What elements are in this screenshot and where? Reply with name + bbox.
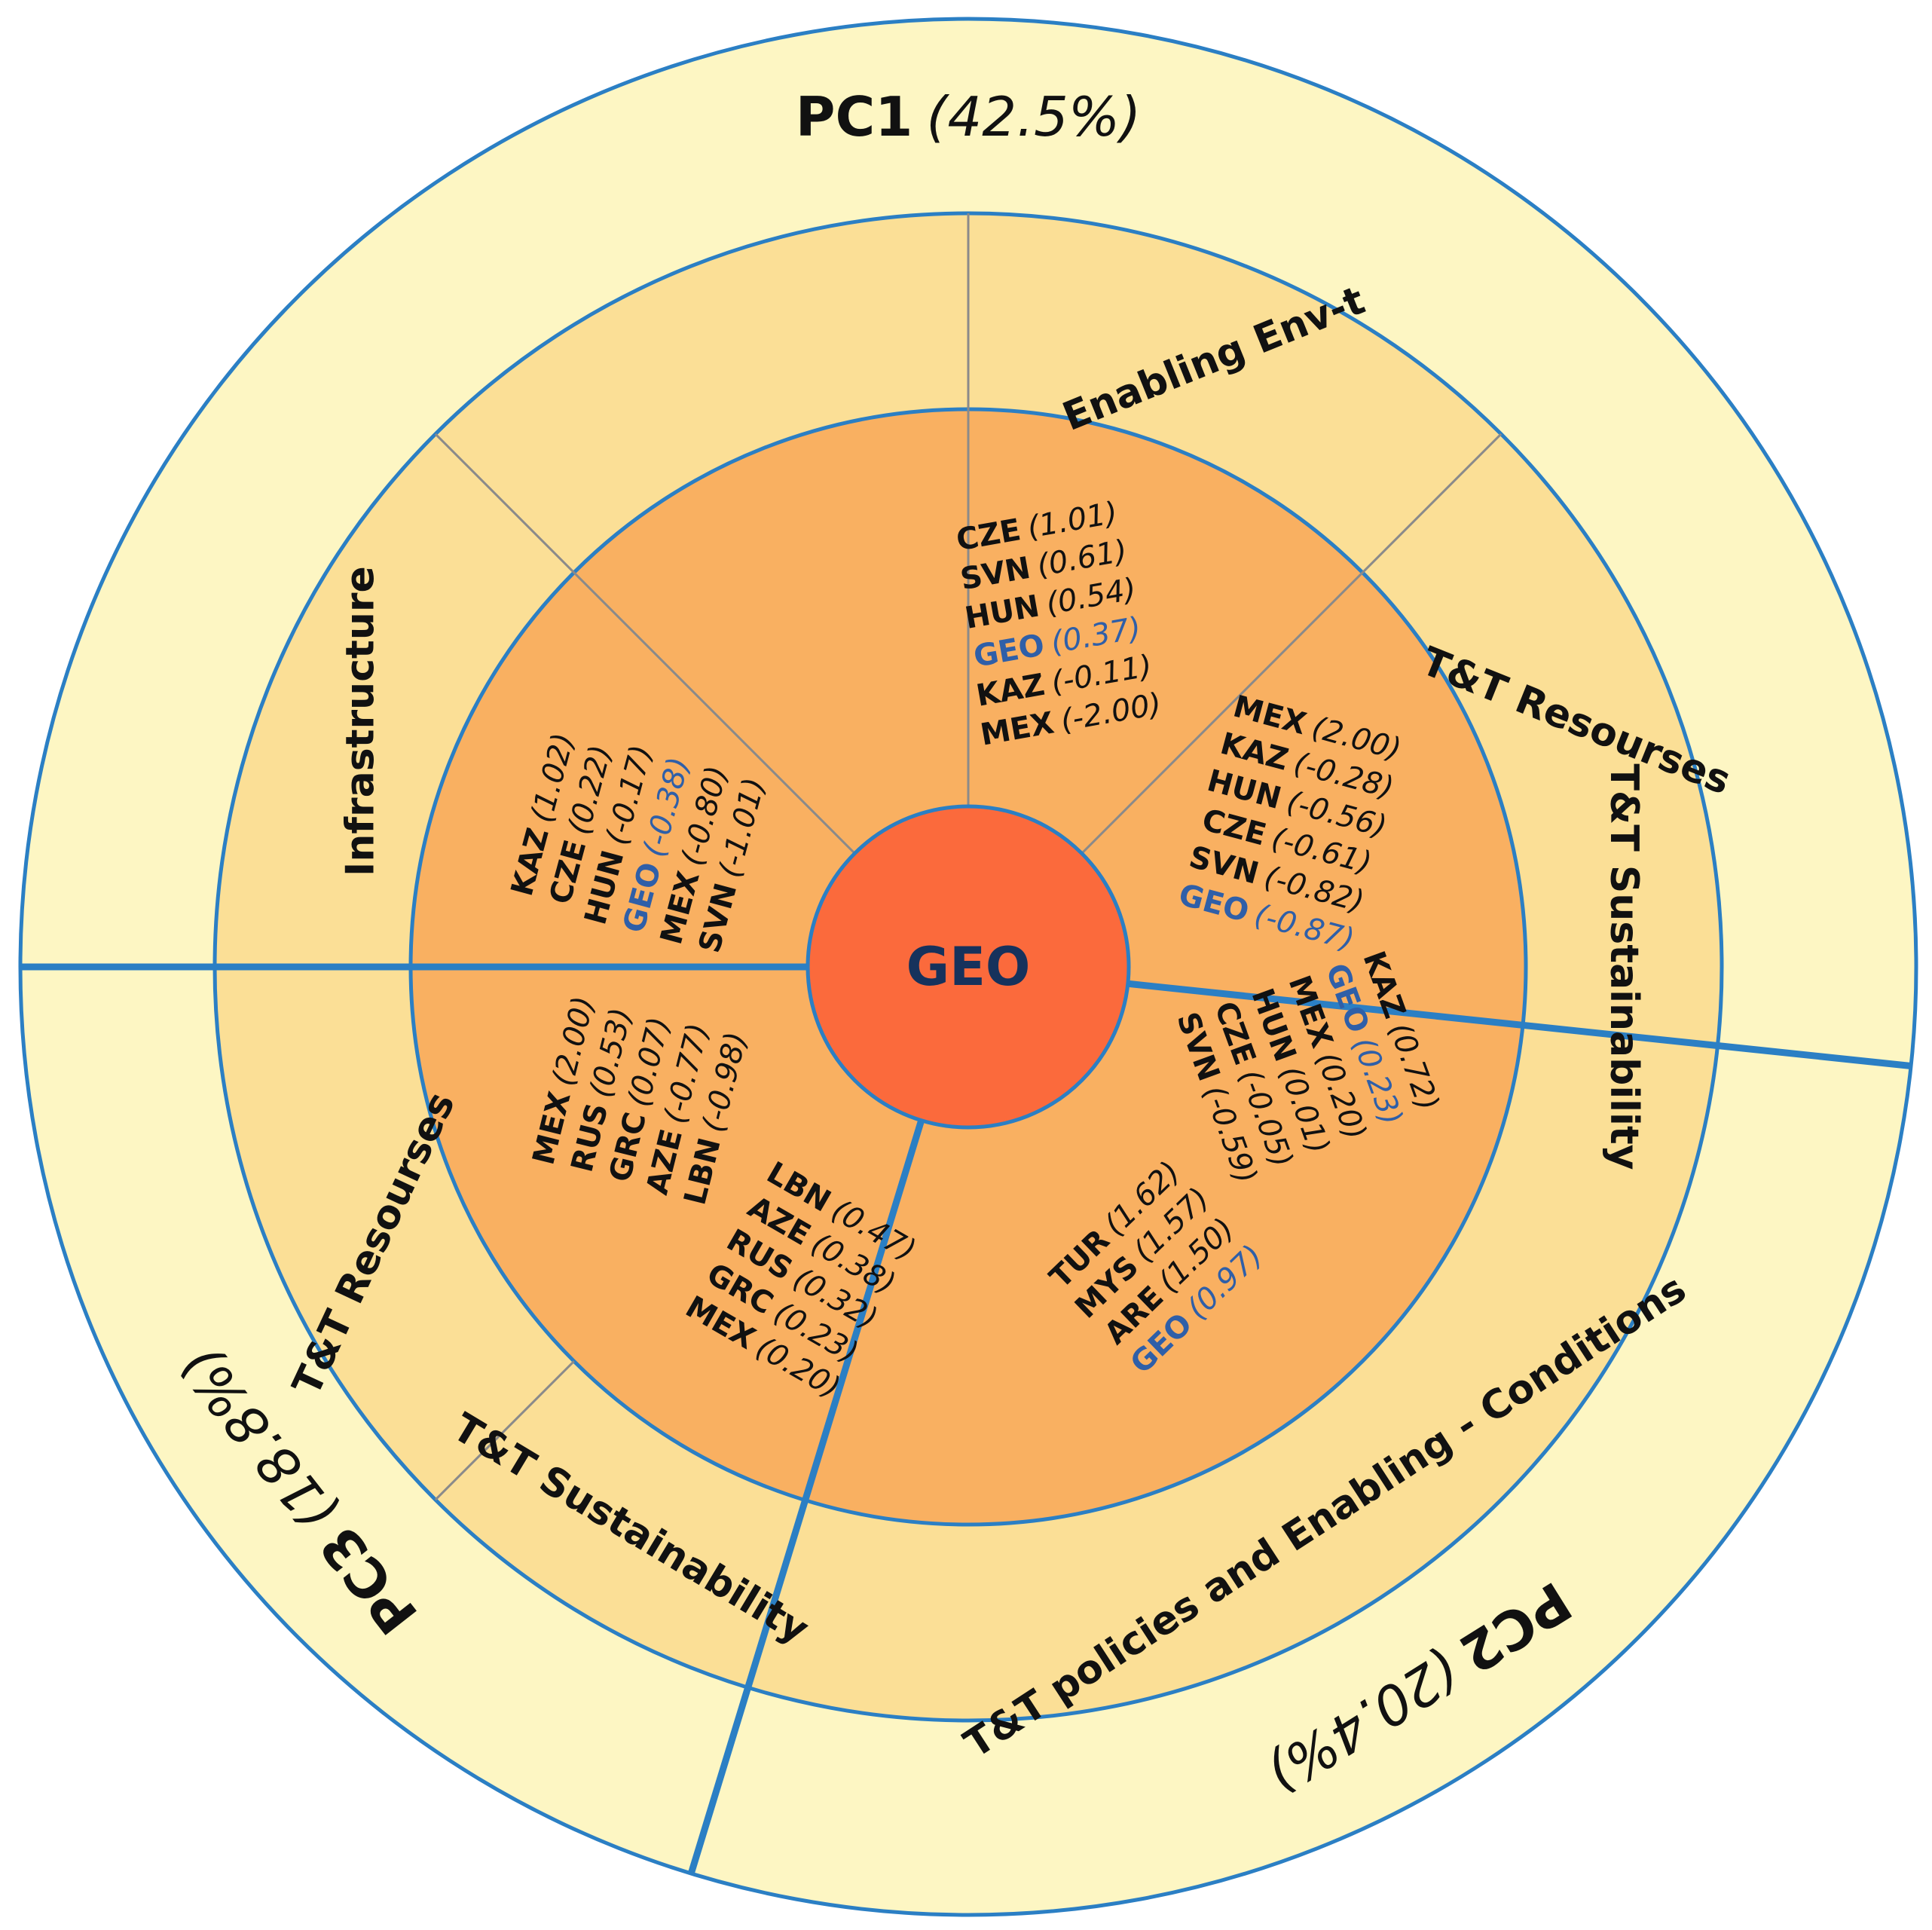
center-label: GEO <box>906 936 1031 998</box>
component-divider <box>1127 980 1912 1069</box>
component-name: PC1 <box>796 85 913 148</box>
center-disc <box>806 804 1131 1130</box>
category-label: T&T Sustainability <box>1601 763 1646 1170</box>
category-divider <box>434 433 856 855</box>
category-divider <box>1081 433 1502 855</box>
ranking-row: CZE(1.01) <box>954 496 1120 558</box>
dividers-layer <box>20 213 1912 1875</box>
component-label: PC1(42.5%) <box>796 85 1142 148</box>
category-label: Infrastructure <box>338 566 383 876</box>
category-divider <box>434 1360 575 1501</box>
center-layer: GEO <box>806 804 1131 1130</box>
component-variance: (42.5%) <box>926 85 1141 148</box>
component-divider <box>687 1119 925 1875</box>
